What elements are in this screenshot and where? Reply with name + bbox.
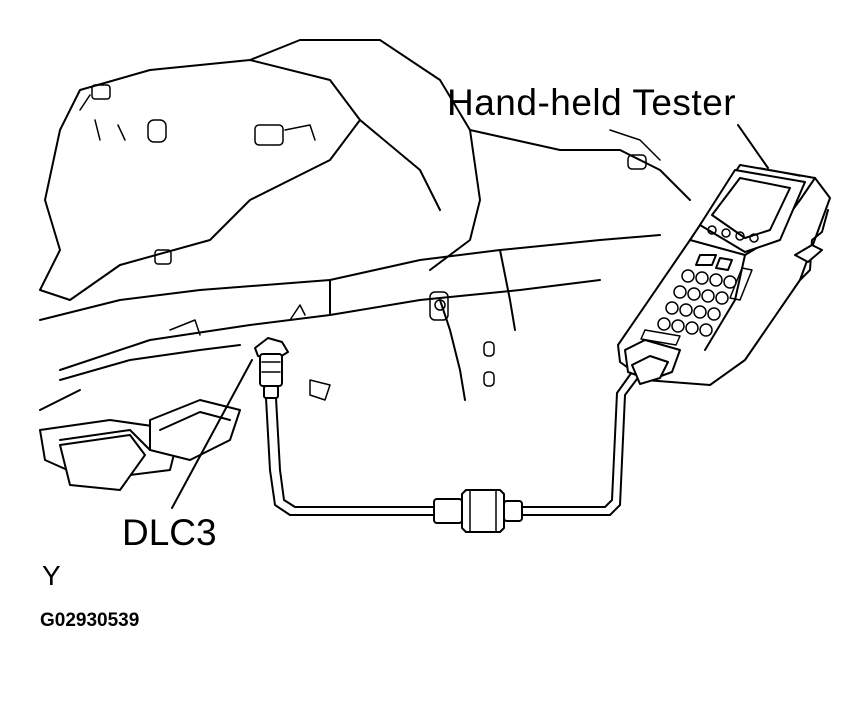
under-dash-panel (39, 234, 661, 411)
dlc3-label: DLC3 (122, 512, 217, 553)
tester-cable (265, 371, 641, 533)
leader-line-tester (737, 124, 769, 169)
hand-held-tester (617, 164, 831, 386)
figure-code: G02930539 (40, 610, 140, 631)
dlc3-connector (254, 337, 289, 399)
dashboard-lower-panel (39, 39, 691, 301)
pedals (39, 399, 241, 491)
tester-keypad (657, 254, 753, 337)
leader-line-dlc3 (171, 359, 253, 509)
view-label: Y (42, 560, 61, 591)
tester-label: Hand-held Tester (447, 82, 737, 123)
